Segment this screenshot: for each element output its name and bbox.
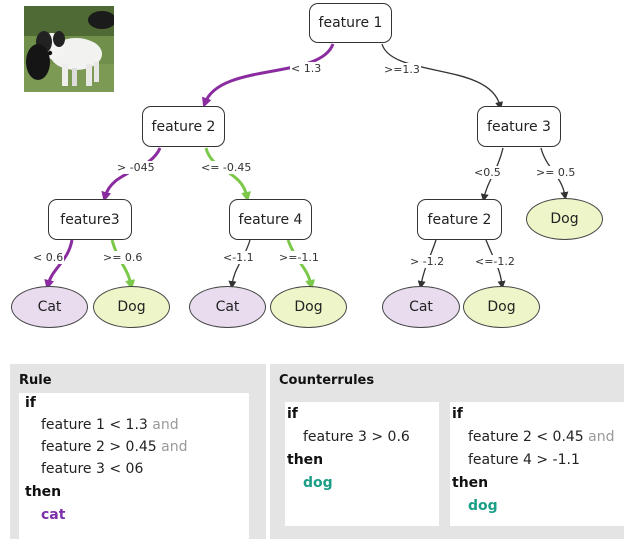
counterrule-2-result: dog xyxy=(468,498,498,514)
edge-label-lr-left: <-1.1 xyxy=(222,251,255,264)
leaf-right-dog: Dog xyxy=(526,198,603,240)
edge-label-rl-left: > -1.2 xyxy=(409,255,446,268)
counterrule-card-1: if feature 3 > 0.6 then dog xyxy=(285,402,439,526)
edge-lr-right xyxy=(286,239,316,290)
rule-then-keyword: then xyxy=(25,484,62,500)
rule-card: if feature 1 < 1.3 and feature 2 > 0.45 … xyxy=(19,393,249,539)
leaf-lr-dog: Dog xyxy=(270,286,347,328)
leaf-rl-cat: Cat xyxy=(382,286,460,328)
rule-title: Rule xyxy=(19,373,52,388)
edge-label-left-left: > -045 xyxy=(116,161,156,174)
leaf-ll-dog: Dog xyxy=(93,286,170,328)
rule-condition-1: feature 1 < 1.3 and xyxy=(41,415,179,435)
edge-label-root-right: >=1.3 xyxy=(383,63,421,76)
edge-label-ll-right: >= 0.6 xyxy=(102,251,144,264)
rule-condition-2-text: feature 2 > 0.45 xyxy=(41,439,157,455)
counterrule-1-if-keyword: if xyxy=(287,406,298,422)
counterrule-card-2: if feature 2 < 0.45 and feature 4 > -1.1… xyxy=(450,402,624,526)
rule-result: cat xyxy=(41,507,66,523)
rule-panel: Rule if feature 1 < 1.3 and feature 2 > … xyxy=(10,364,266,539)
edge-label-lr-right: >=-1.1 xyxy=(278,251,320,264)
counterrule-2-condition-1-connector: and xyxy=(588,429,615,445)
edge-label-ll-left: < 0.6 xyxy=(32,251,65,264)
node-left-right: feature 4 xyxy=(229,199,312,240)
node-left-left: feature3 xyxy=(48,199,132,240)
counterrules-panel: Counterrules if feature 3 > 0.6 then dog… xyxy=(270,364,624,539)
counterrule-2-then-keyword: then xyxy=(452,475,489,491)
edge-root-left xyxy=(202,43,335,108)
node-right-left: feature 2 xyxy=(417,199,502,240)
dog-photo xyxy=(24,6,114,92)
decision-tree: feature 1 feature 2 feature 3 feature3 f… xyxy=(11,3,603,328)
counterrule-2-condition-2: feature 4 > -1.1 xyxy=(468,452,580,468)
edge-root-right xyxy=(381,43,504,110)
dog-photo-image xyxy=(24,6,114,92)
rule-condition-2: feature 2 > 0.45 and xyxy=(41,437,188,457)
edge-label-rl-right: <=-1.2 xyxy=(474,255,516,268)
counterrule-2-condition-1-text: feature 2 < 0.45 xyxy=(468,429,584,445)
edge-ll-right xyxy=(110,239,136,290)
leaf-lr-cat: Cat xyxy=(189,286,266,328)
node-left: feature 2 xyxy=(142,106,225,147)
edge-label-right-left: <0.5 xyxy=(473,166,502,179)
node-root: feature 1 xyxy=(309,3,392,43)
counterrule-1-result: dog xyxy=(303,475,333,491)
edge-ll-left xyxy=(44,239,74,290)
rule-if-keyword: if xyxy=(25,395,36,411)
edge-label-root-left: < 1.3 xyxy=(290,62,323,75)
rule-condition-3-text: feature 3 < 06 xyxy=(41,461,144,477)
leaf-rl-dog: Dog xyxy=(463,286,540,328)
edge-label-right-right: >= 0.5 xyxy=(535,166,577,179)
counterrule-1-then-keyword: then xyxy=(287,452,324,468)
rule-condition-1-connector: and xyxy=(152,417,179,433)
counterrule-1-condition-1: feature 3 > 0.6 xyxy=(303,429,410,445)
counterrule-2-if-keyword: if xyxy=(452,406,463,422)
leaf-ll-cat: Cat xyxy=(11,286,88,328)
rule-condition-1-text: feature 1 < 1.3 xyxy=(41,417,148,433)
rule-condition-3: feature 3 < 06 xyxy=(41,459,143,479)
node-right: feature 3 xyxy=(477,106,561,147)
counterrule-2-condition-1: feature 2 < 0.45 and xyxy=(468,427,615,447)
edge-label-left-right: <= -0.45 xyxy=(200,161,253,174)
rule-condition-2-connector: and xyxy=(161,439,188,455)
counterrules-title: Counterrules xyxy=(279,373,375,388)
